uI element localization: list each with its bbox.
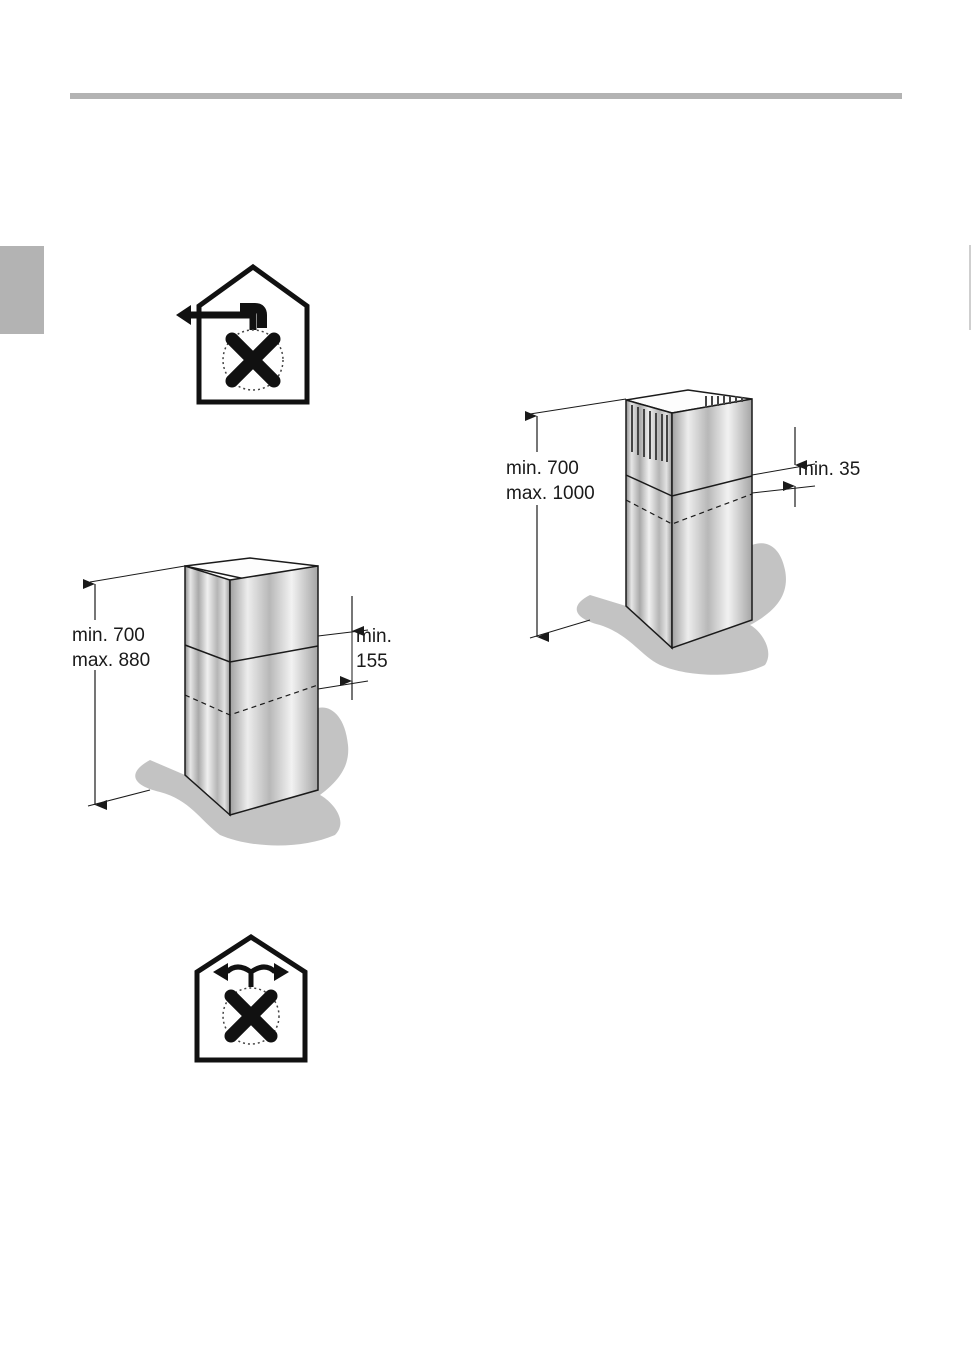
exhaust-air-mode-icon xyxy=(176,267,307,402)
fig1-label-max: max. 880 xyxy=(72,650,150,671)
fig2-label-max: max. 1000 xyxy=(506,483,595,504)
recirculation-mode-icon xyxy=(197,937,305,1060)
chimney-figure-2: min. 700 max. 1000 min. 35 xyxy=(506,390,860,675)
fig2-label-min: min. 700 xyxy=(506,458,579,479)
fig1-label-min: min. 700 xyxy=(72,625,145,646)
fig2-overlap-label: min. 35 xyxy=(798,459,860,480)
chimney-figure-1: min. 700 max. 880 min. 155 xyxy=(72,558,392,846)
fig1-overlap-line2: 155 xyxy=(356,651,388,672)
fig1-overlap-line1: min. xyxy=(356,626,392,647)
